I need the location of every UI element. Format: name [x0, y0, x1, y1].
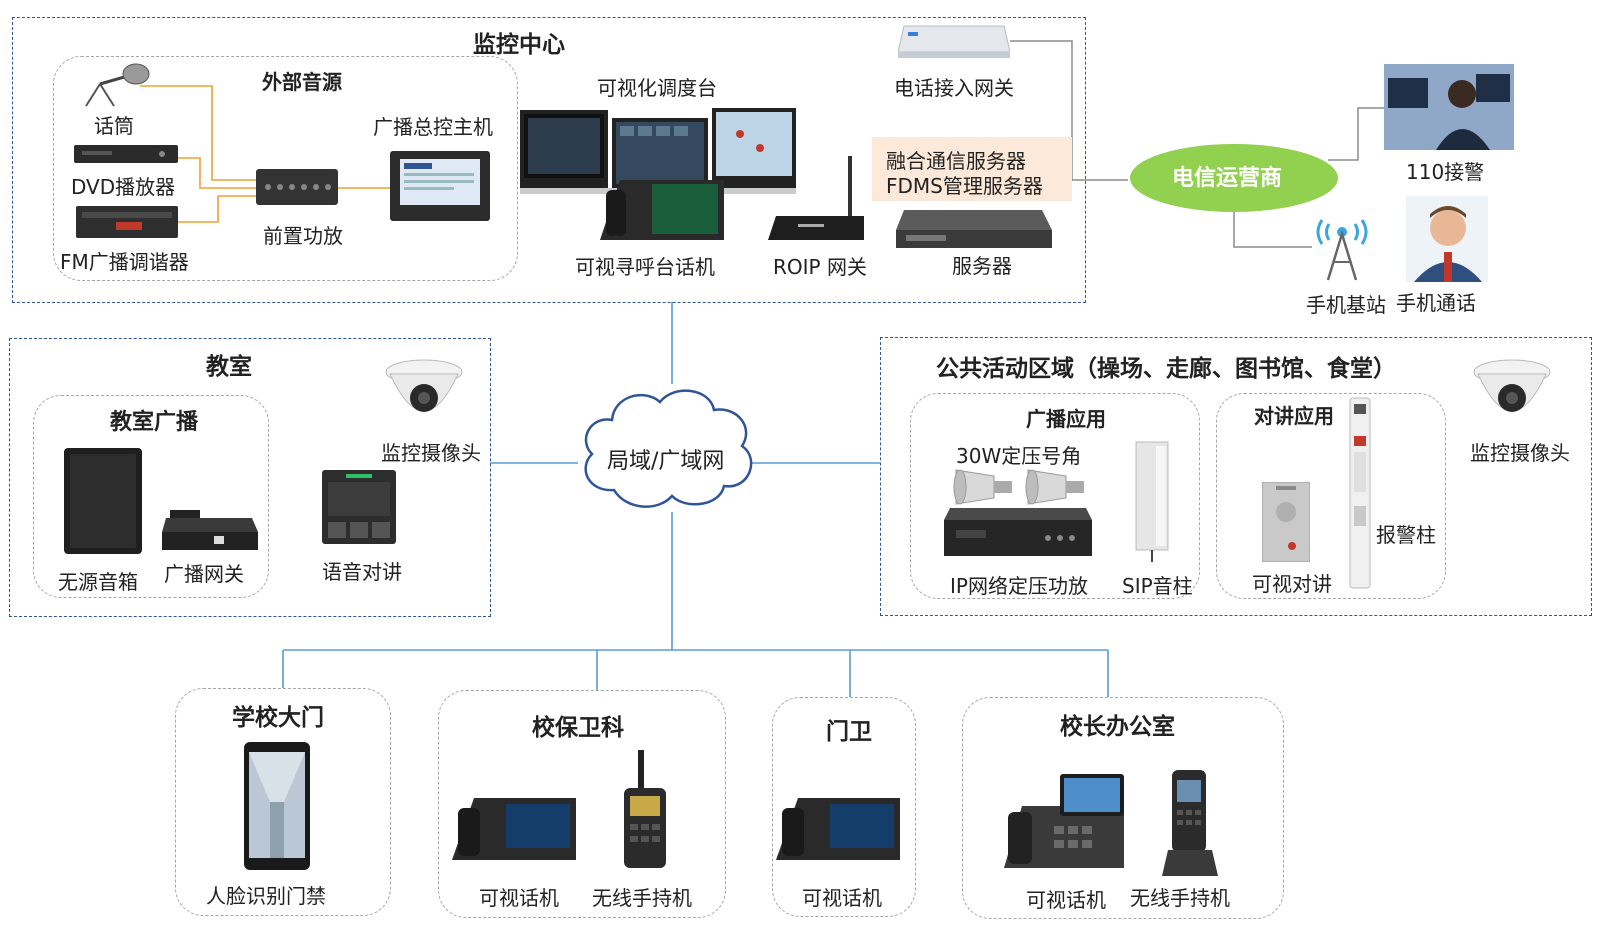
horn-icon-2 [1025, 469, 1084, 505]
region-title-public-area: 公共活动区域（操场、走廊、图书馆、食堂） [936, 356, 1396, 382]
link-gateway-telecom [1010, 40, 1073, 180]
group-title-guard: 门卫 [826, 719, 872, 745]
fusion-server-box [872, 137, 1072, 201]
group-title-external-audio: 外部音源 [262, 70, 342, 94]
group-title-principal-office: 校长办公室 [1060, 714, 1175, 740]
video-paging-phone-icon [600, 180, 724, 240]
intercom-panel-icon [322, 470, 396, 544]
label-telecom: 电信运营商 [1172, 166, 1283, 191]
amplifier-icon [944, 508, 1092, 556]
group-guard [772, 697, 916, 917]
label-fm: FM广播调谐器 [60, 250, 189, 274]
link-fm-preamp [178, 195, 256, 223]
group-intercom-app [1216, 393, 1446, 599]
gateway-box-icon [162, 510, 258, 550]
label-fusion-server-1: 融合通信服务器 [886, 149, 1026, 173]
rack-server-icon [896, 210, 1052, 248]
label-preamp: 前置功放 [263, 224, 343, 248]
roip-gateway-icon [768, 156, 864, 240]
group-title-classroom-broadcast: 教室广播 [110, 410, 199, 435]
preamp-icon [256, 169, 338, 205]
region-classroom [9, 338, 491, 617]
cloud-icon [584, 389, 753, 508]
group-classroom-broadcast [33, 395, 269, 598]
region-public-area [880, 337, 1592, 616]
column-speaker-icon [1135, 441, 1169, 562]
video-phone-icon-guard [776, 798, 900, 860]
label-base-station: 手机基站 [1306, 293, 1386, 317]
label-dvd: DVD播放器 [71, 175, 176, 199]
dome-camera-icon [385, 359, 463, 412]
label-video-phone-sec: 可视话机 [479, 886, 559, 910]
region-title-classroom: 教室 [206, 354, 252, 380]
door-intercom-icon [1262, 482, 1310, 562]
label-microphone: 话筒 [94, 114, 134, 138]
video-phone-icon-principal [1004, 774, 1124, 868]
dvd-player-icon [74, 145, 178, 163]
label-radio-sec: 无线手持机 [592, 886, 692, 910]
group-security-dept [438, 690, 726, 918]
dome-camera-icon-2 [1473, 359, 1551, 412]
speaker-icon [64, 448, 142, 554]
label-alarm-pillar: 报警柱 [1376, 523, 1436, 547]
label-server: 服务器 [952, 254, 1012, 278]
group-title-intercom-app: 对讲应用 [1254, 404, 1334, 428]
label-camera-public: 监控摄像头 [1470, 441, 1570, 465]
label-visual-intercom: 可视对讲 [1252, 572, 1332, 596]
label-video-phone-principal: 可视话机 [1026, 888, 1106, 912]
group-broadcast-app [910, 393, 1200, 599]
link-dvd-preamp [178, 157, 256, 189]
video-phone-icon-sec [452, 798, 576, 860]
label-broadcast-gateway: 广播网关 [164, 562, 244, 586]
telecom-operator-node [1130, 144, 1338, 212]
dect-phone-icon [1162, 770, 1218, 876]
label-phone-gateway: 电话接入网关 [894, 76, 1014, 100]
label-passive-speaker: 无源音箱 [58, 570, 138, 594]
tower-icon [1316, 219, 1368, 281]
fm-tuner-icon [76, 206, 178, 238]
label-face-access: 人脸识别门禁 [206, 884, 326, 908]
face-terminal-icon [244, 742, 310, 870]
label-police: 110接警 [1406, 160, 1485, 184]
label-broadcast-host: 广播总控主机 [373, 115, 493, 139]
label-radio-principal: 无线手持机 [1130, 886, 1230, 910]
horn-icon [953, 469, 1012, 505]
label-visual-console: 可视化调度台 [597, 76, 717, 100]
label-sip-column: SIP音柱 [1122, 574, 1193, 598]
microphone-icon [85, 63, 150, 107]
operator-photo [1384, 64, 1514, 150]
label-network: 局域/广域网 [607, 449, 725, 474]
label-fusion-server-2: FDMS管理服务器 [886, 174, 1043, 198]
link-telecom-police [1328, 107, 1384, 161]
label-horn: 30W定压号角 [956, 444, 1082, 468]
group-external-audio [53, 56, 518, 281]
label-visual-paging: 可视寻呼台话机 [575, 255, 715, 279]
group-principal-office [962, 697, 1284, 919]
mobile-user-photo [1406, 196, 1488, 282]
link-telecom-tower [1233, 208, 1312, 248]
label-ip-amp: IP网络定压功放 [950, 574, 1088, 598]
link-mic-preamp [140, 85, 256, 181]
walkie-talkie-icon [624, 750, 666, 868]
alarm-pillar-icon [1349, 397, 1371, 589]
group-school-gate [175, 688, 391, 916]
region-title-control-center: 监控中心 [473, 32, 565, 58]
group-title-security-dept: 校保卫科 [532, 715, 624, 741]
label-video-phone-guard: 可视话机 [802, 886, 882, 910]
region-control-center [12, 17, 1086, 303]
group-title-school-gate: 学校大门 [232, 705, 324, 731]
label-voice-intercom: 语音对讲 [322, 560, 402, 584]
phone-gateway-icon [898, 25, 1010, 58]
group-title-broadcast-app: 广播应用 [1026, 407, 1106, 431]
label-camera-classroom: 监控摄像头 [381, 441, 481, 465]
broadcast-host-icon [390, 151, 490, 221]
label-roip: ROIP 网关 [773, 255, 867, 279]
label-mobile-call: 手机通话 [1396, 291, 1476, 315]
